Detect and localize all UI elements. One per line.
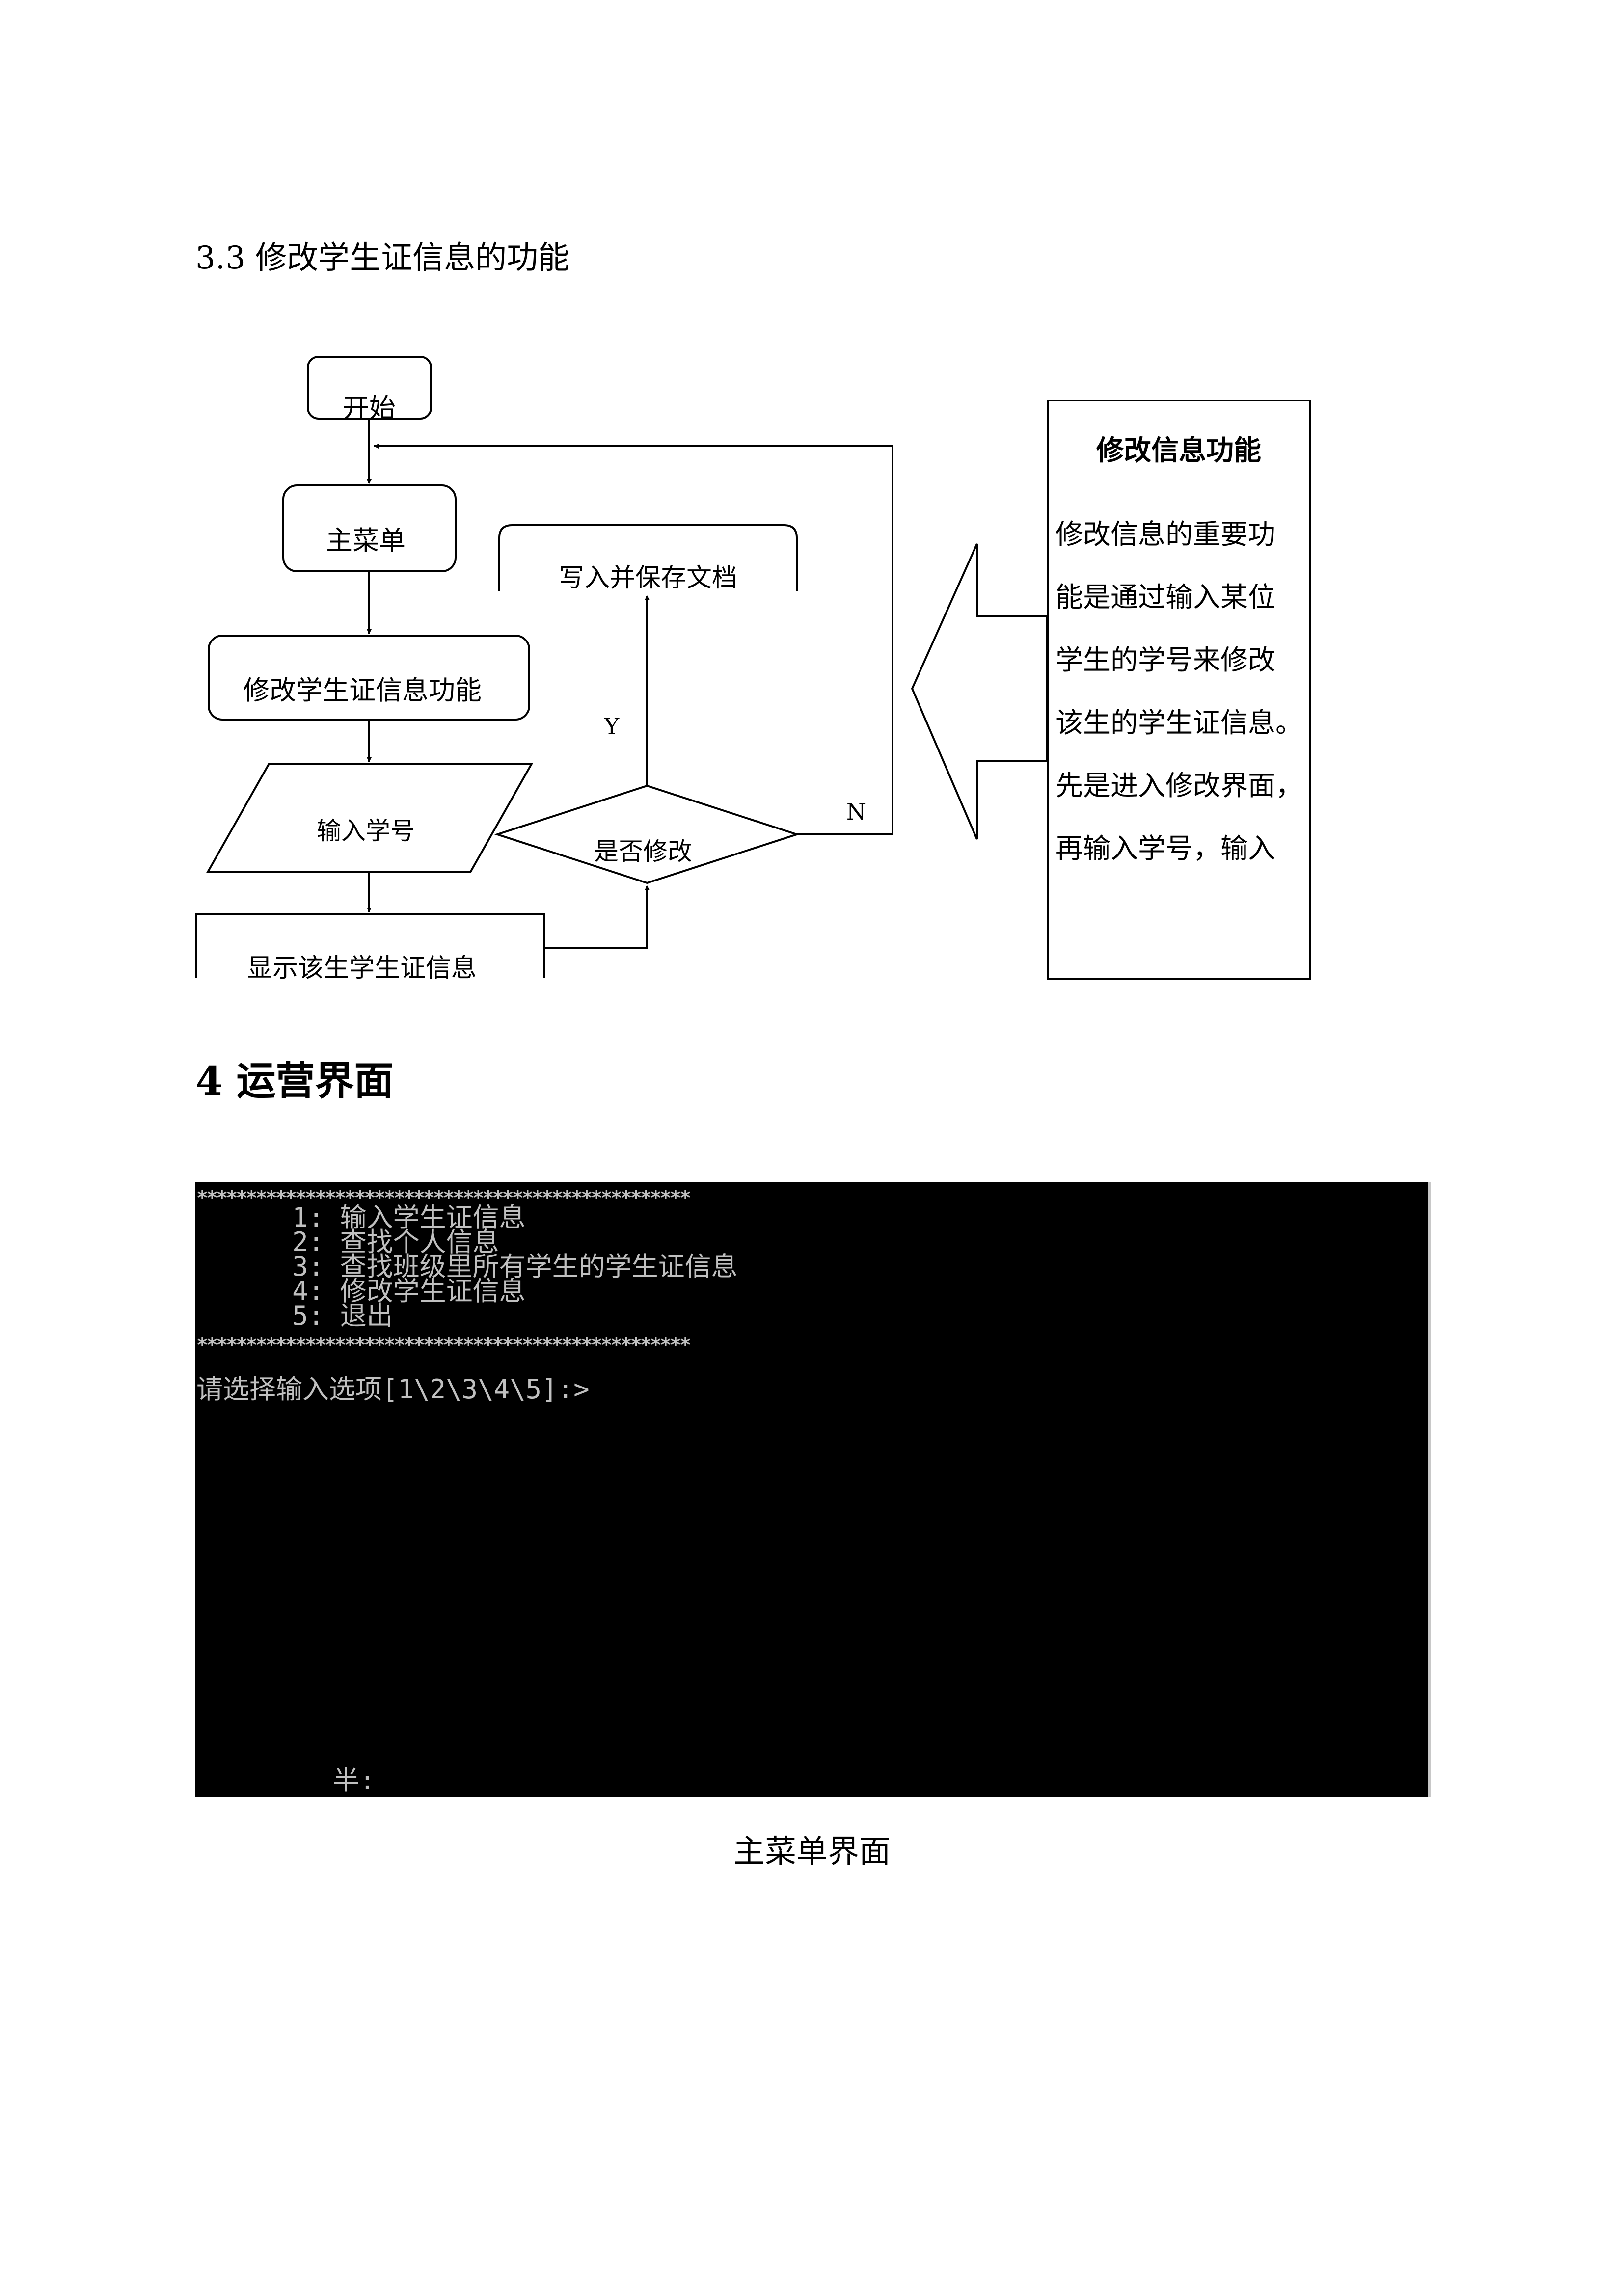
write-save-label: 写入并保存文档 (559, 563, 737, 593)
no-label: N (846, 799, 866, 825)
side-note-title: 修改信息功能 (1096, 434, 1261, 467)
console-menu-item: 4: 修改学生证信息 (196, 1276, 526, 1307)
flowchart: 开始 主菜单 修改学生证信息功能 输入学号 显示该生学生证信息 是否修改 写入并… (195, 356, 1048, 983)
side-note-line: 修改信息的重要功 (1056, 519, 1275, 551)
side-note-line: 先是进入修改界面， (1056, 770, 1303, 802)
console-window[interactable]: ****************************************… (195, 1182, 1431, 1797)
figure-caption: 主菜单界面 (733, 1834, 891, 1870)
console-menu-item: 5: 退出 (196, 1300, 393, 1331)
display-info-label: 显示该生学生证信息 (247, 954, 477, 983)
console-separator: ****************************************… (196, 1187, 691, 1209)
main-menu-label: 主菜单 (326, 525, 406, 556)
input-id-node (206, 763, 534, 873)
chapter-heading: 4 运营界面 (195, 1058, 394, 1104)
side-note-line: 该生的学生证信息。 (1056, 707, 1303, 739)
side-note-line: 再输入学号，输入 (1056, 833, 1275, 865)
section-heading: 3.3 修改学生证信息的功能 (195, 240, 570, 276)
callout-arrow (911, 543, 1048, 840)
side-note-line: 能是通过输入某位 (1056, 582, 1275, 614)
decision-node (494, 784, 800, 884)
flow-arrow (544, 885, 650, 949)
modify-function-label: 修改学生证信息功能 (243, 675, 482, 706)
console-separator: ****************************************… (196, 1334, 691, 1357)
input-id-label: 输入学号 (317, 817, 415, 845)
console-menu-item: 3: 查找班级里所有学生的学生证信息 (196, 1251, 738, 1282)
start-label: 开始 (343, 393, 396, 424)
console-menu-item: 1: 输入学生证信息 (196, 1202, 526, 1233)
side-note-line: 学生的学号来修改 (1056, 644, 1275, 676)
flow-arrow (374, 444, 893, 835)
console-menu-item: 2: 查找个人信息 (196, 1227, 499, 1257)
console-prompt[interactable]: 请选择输入选项[1\2\3\4\5]:> (196, 1374, 590, 1405)
ime-status: 半: (333, 1765, 376, 1796)
yes-label: Y (604, 713, 620, 740)
write-save-node (498, 524, 798, 591)
decision-label: 是否修改 (594, 837, 692, 866)
side-note: 修改信息功能 修改信息的重要功 能是通过输入某位 学生的学号来修改 该生的学生证… (1047, 400, 1311, 980)
display-info-node (195, 913, 545, 978)
